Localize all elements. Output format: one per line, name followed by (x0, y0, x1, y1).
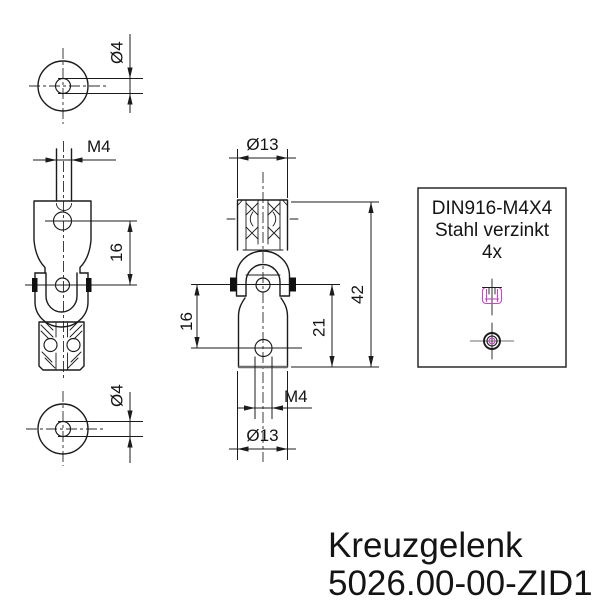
set-screw-top-icon (470, 322, 514, 360)
hatching (245, 202, 281, 240)
upper-yoke-edges (237, 199, 288, 251)
dimension-label: M4 (87, 137, 111, 156)
dimension-label: Ø13 (246, 426, 278, 445)
dimension-label: 16 (107, 243, 126, 262)
dim-hole-to-end: 21 (310, 284, 335, 367)
fork-inner (245, 263, 281, 297)
dim-rod-thread: M4 (33, 137, 116, 163)
fork-outer (235, 250, 291, 297)
dimension-label: M4 (284, 387, 308, 406)
outer-diameter-circle (37, 403, 89, 455)
note-line-3: 4x (482, 242, 503, 263)
lower-yoke-edges (55, 321, 68, 371)
pin-end (86, 278, 92, 292)
dim-top-body-dia: Ø13 (229, 135, 296, 198)
dimension-label: 21 (310, 318, 329, 337)
bearing-hole (43, 337, 58, 353)
front-view (25, 141, 137, 379)
fork-outer (34, 272, 89, 328)
drawing-number: 5026.00-00-ZID1 (328, 564, 593, 600)
lower-body-outline (237, 297, 289, 368)
set-screw-side-icon (481, 278, 503, 316)
bearing-hole (66, 337, 81, 353)
side-view (191, 172, 340, 462)
pin-end (230, 277, 237, 292)
top-end-view (29, 48, 108, 124)
dim-bottom-hole-dia: Ø4 (58, 384, 143, 463)
upper-yoke-outline (33, 200, 92, 274)
dimension-label: Ø4 (108, 41, 127, 64)
hatching (40, 321, 83, 369)
lower-yoke-outline (38, 321, 85, 371)
dim-overall-length: 42 (291, 201, 379, 368)
part-name: Kreuzgelenk (328, 526, 523, 565)
title-block: Kreuzgelenk 5026.00-00-ZID1 (328, 526, 593, 600)
thread-end-arc (56, 203, 72, 211)
dim-top-hole-dia: Ø4 (58, 34, 143, 113)
note-box: DIN916-M4X4 Stahl verzinkt 4x (417, 187, 567, 368)
pin-end (32, 278, 38, 292)
note-line-1: DIN916-M4X4 (432, 198, 553, 219)
bearing-arcs (249, 211, 277, 227)
fork-inner (45, 272, 78, 313)
dimension-label: 42 (348, 285, 367, 304)
dim-front-16: 16 (107, 221, 133, 285)
bottom-end-view (26, 391, 103, 466)
tapped-hole-ext (254, 356, 273, 419)
dimension-label: 16 (177, 312, 196, 331)
dimension-label: Ø4 (108, 384, 127, 407)
outer-diameter-circle (37, 60, 89, 112)
pin-end (289, 277, 296, 292)
dim-bottom-body-dia: Ø13 (229, 371, 296, 460)
dim-side-16: 16 (177, 284, 200, 348)
dim-tapped-hole: M4 (237, 387, 312, 411)
dimension-label: Ø13 (246, 135, 278, 154)
note-line-2: Stahl verzinkt (435, 220, 550, 241)
